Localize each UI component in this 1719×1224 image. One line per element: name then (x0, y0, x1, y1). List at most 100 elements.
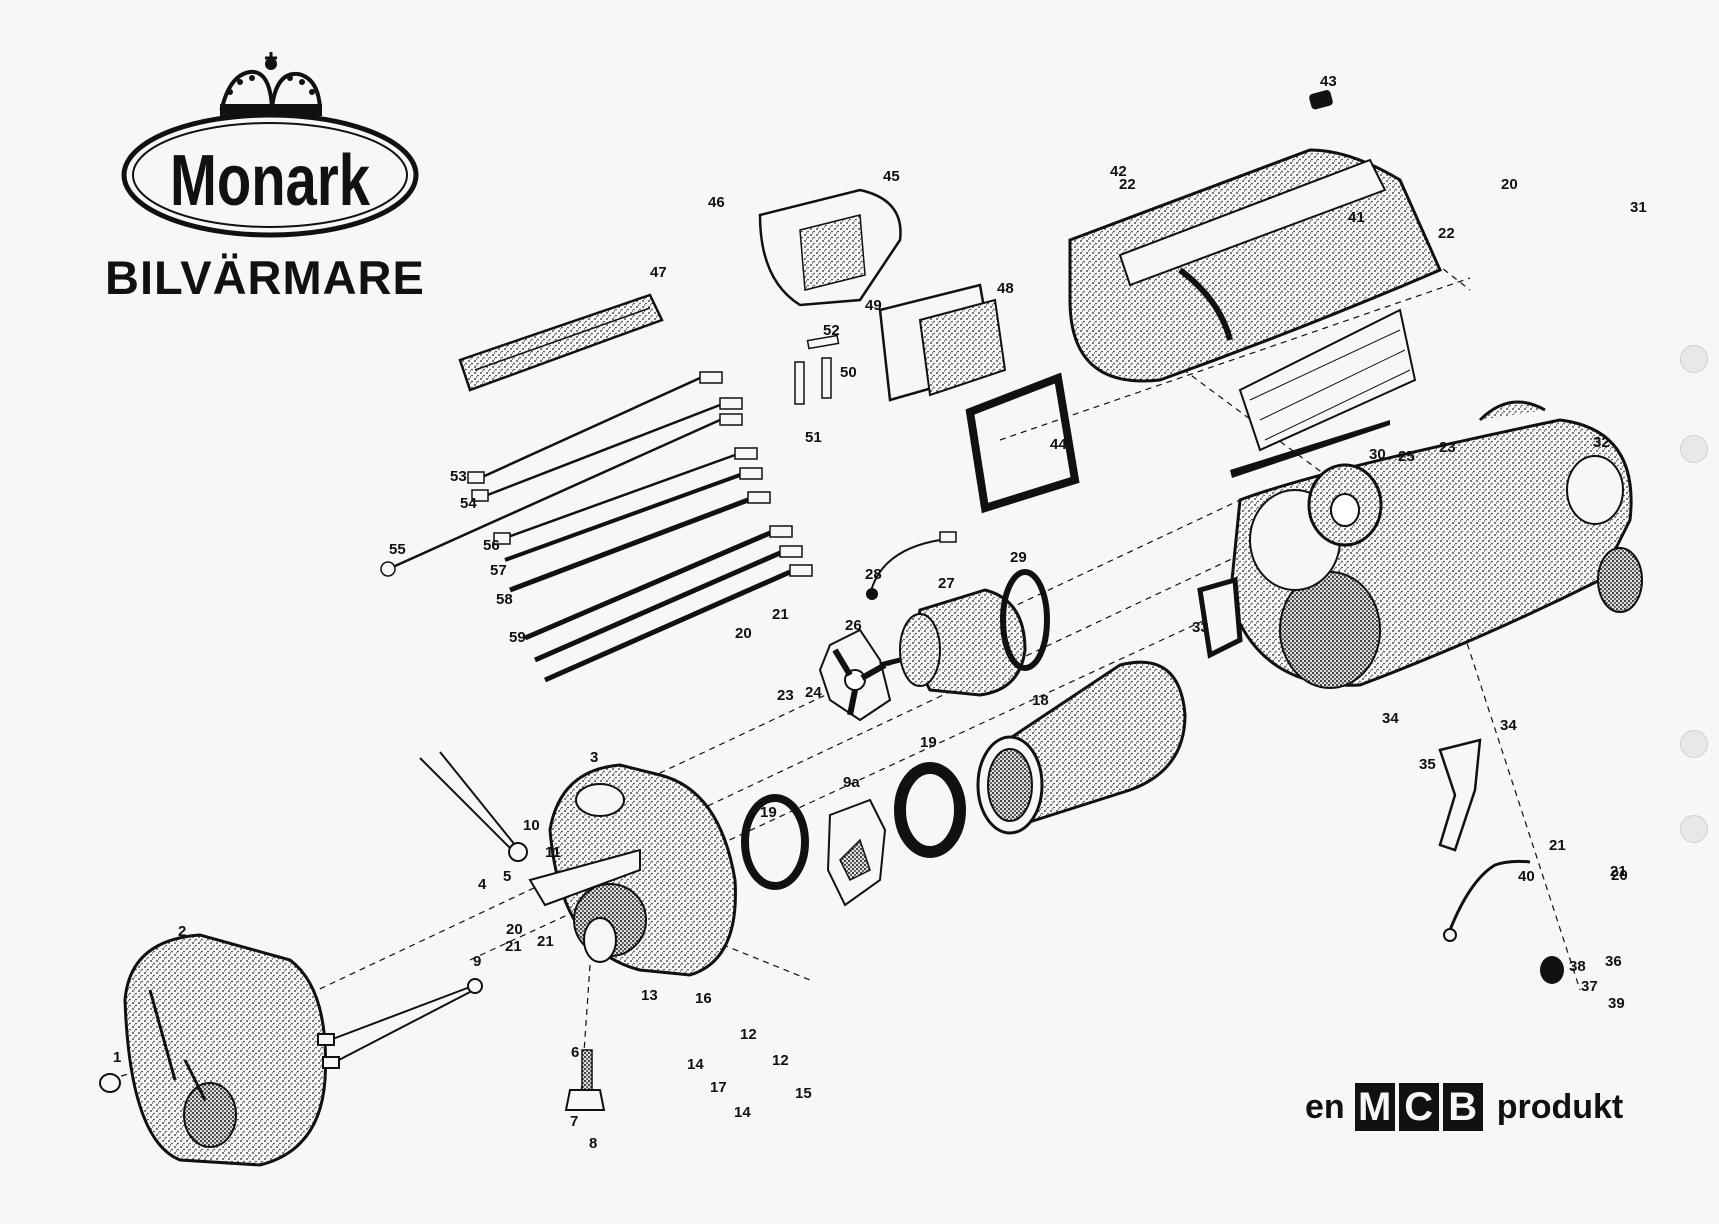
cable-connectors (380, 371, 813, 577)
part-number-label: 21 (772, 606, 789, 623)
part-number-label: 38 (1569, 958, 1586, 975)
part-number-label: 9a (843, 774, 860, 791)
rail-part-44 (458, 293, 664, 392)
part-number-label: 37 (1581, 978, 1598, 995)
part-number-label: 30 (1369, 446, 1386, 463)
outer-casing-part-38 (1068, 148, 1442, 383)
wire-part-26 (866, 531, 957, 600)
part-number-label: 12 (772, 1052, 789, 1069)
footer-letter-m: M (1354, 1083, 1395, 1131)
relay-part-45 (878, 283, 1007, 402)
part-number-label: 2 (178, 923, 186, 940)
grommet-part-35 (1540, 956, 1564, 984)
part-number-label: 12 (740, 1026, 757, 1043)
part-number-label: 43 (1320, 73, 1337, 90)
part-number-label: 16 (695, 990, 712, 1007)
part-number-label: 23 (1439, 439, 1456, 456)
part-number-label: 3 (590, 749, 598, 766)
part-number-label: 14 (687, 1056, 704, 1073)
part-number-label: 45 (883, 168, 900, 185)
gasket-part-31 (1197, 576, 1243, 659)
footer-suffix: produkt (1496, 1087, 1624, 1126)
part-number-label: 31 (1630, 199, 1647, 216)
cable-set-parts-50-58 (394, 376, 792, 683)
wire-harness-part-10 (419, 751, 528, 862)
part-number-label: 20 (506, 921, 523, 938)
fan-wheel-part-24 (818, 628, 892, 722)
part-number-label: 32 (1593, 434, 1610, 451)
part-number-label: 23 (777, 687, 794, 704)
gasket-part-27 (1000, 569, 1050, 671)
part-number-label: 21 (537, 933, 554, 950)
part-number-label: 18 (1032, 692, 1049, 709)
bracket-part-32 (1438, 738, 1482, 852)
earth-cable-part-37 (1443, 859, 1531, 942)
part-number-label: 29 (1010, 549, 1027, 566)
part-number-label: 22 (1438, 225, 1455, 242)
part-number-label: 36 (1605, 953, 1622, 970)
part-number-label: 20 (1501, 176, 1518, 193)
part-number-label: 14 (734, 1104, 751, 1121)
flange-part-9a (826, 798, 887, 907)
part-number-label: 53 (450, 468, 467, 485)
part-number-label: 26 (845, 617, 862, 634)
plate-part-59 (1230, 308, 1417, 478)
part-number-label: 51 (805, 429, 822, 446)
part-number-label: 19 (760, 804, 777, 821)
crown-icon (219, 52, 323, 116)
part-number-label: 59 (509, 629, 526, 646)
part-number-label: 28 (865, 566, 882, 583)
part-number-label: 4 (478, 876, 487, 893)
part-number-label: 44 (1050, 436, 1067, 453)
part-number-label: 42 (1110, 163, 1127, 180)
part-number-label: 24 (805, 684, 822, 701)
part-number-label: 20 (735, 625, 752, 642)
monark-logo: Monark (121, 52, 419, 238)
footer-letter-b: B (1442, 1083, 1483, 1131)
motor-part-25 (879, 588, 1027, 697)
gasket-part-41 (965, 372, 1080, 514)
front-cover-part-2 (123, 933, 328, 1167)
part-number-label: 57 (490, 562, 507, 579)
part-number-label: 58 (496, 591, 513, 608)
heat-exchanger-part-30 (1228, 400, 1643, 689)
blower-housing-part-3 (528, 763, 737, 977)
fuses-part-47-49 (794, 334, 840, 405)
part-number-label: 1 (113, 1049, 121, 1066)
part-number-label: 10 (523, 817, 540, 834)
binder-hole (1680, 435, 1708, 463)
part-number-label: 22 (1119, 176, 1136, 193)
part-number-label: 34 (1382, 710, 1399, 727)
binder-hole (1680, 730, 1708, 758)
footer-prefix: en (1305, 1087, 1345, 1126)
footer-letter-c: C (1398, 1083, 1439, 1131)
mcb-footer-logo: en M C B produkt (1305, 1083, 1623, 1131)
binder-hole (1680, 345, 1708, 373)
part-number-label: 55 (389, 541, 406, 558)
part-number-label: 50 (840, 364, 857, 381)
part-number-label: 48 (997, 280, 1014, 297)
page-title: BILVÄRMARE (105, 251, 425, 304)
sensor-part-6 (564, 1049, 606, 1111)
part-number-label: 6 (571, 1044, 579, 1061)
wire-harness-part-9 (317, 978, 483, 1069)
logo-text: Monark (170, 141, 371, 221)
part-number-label: 56 (483, 537, 500, 554)
part-number-label: 25 (1398, 448, 1415, 465)
plug-part-40 (1309, 90, 1333, 110)
part-number-label: 17 (710, 1079, 727, 1096)
part-number-label: 41 (1348, 209, 1365, 226)
part-number-label: 40 (1518, 868, 1535, 885)
part-number-label: 21 (1549, 837, 1566, 854)
gasket-part-19 (741, 794, 809, 890)
part-number-label: 20 (1611, 867, 1628, 884)
part-number-label: 54 (460, 495, 477, 512)
part-number-label: 35 (1419, 756, 1436, 773)
part-number-label: 52 (823, 322, 840, 339)
part-number-label: 39 (1608, 995, 1625, 1012)
part-number-label: 13 (641, 987, 658, 1004)
part-number-label: 33 (1192, 619, 1209, 636)
part-number-label: 47 (650, 264, 667, 281)
